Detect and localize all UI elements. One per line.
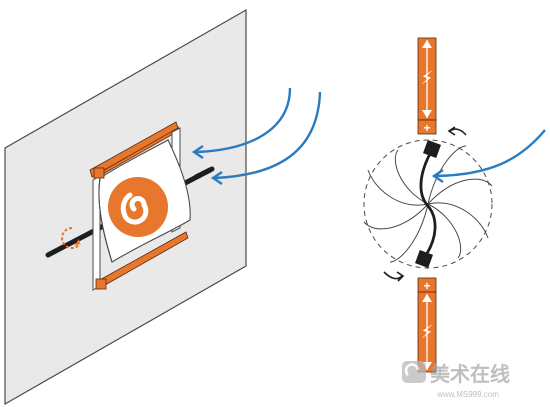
rotation-arrow-icon [61, 227, 81, 249]
rotation-arrow-icon [447, 126, 467, 136]
top-rail-front [89, 121, 179, 178]
rotor-circle [363, 139, 493, 269]
watermark: 美术在线 www.MS999.com [402, 361, 510, 399]
schematic-illustration: ⚡ + [363, 37, 546, 373]
terminal-bottom-label: + [423, 279, 430, 293]
swirl-logo-icon [108, 177, 168, 237]
wind-arrow-icon [210, 91, 322, 185]
top-cable: ⚡ [417, 37, 437, 121]
watermark-text: 美术在线 [430, 362, 510, 386]
bottom-rail-end-cap [95, 278, 107, 290]
bottom-cable: ⚡ [417, 291, 437, 373]
lightning-icon: ⚡ [421, 68, 434, 89]
watermark-url: www.MS999.com [436, 390, 499, 399]
axle-shaft-front [193, 166, 215, 180]
center-sail-curve [419, 149, 437, 259]
lightning-icon: ⚡ [421, 322, 434, 343]
rotation-arrow-icon [383, 271, 405, 282]
top-rail-end-cap [93, 167, 105, 179]
turbine-blades [363, 145, 493, 263]
terminal-top-label: + [423, 121, 430, 135]
plus-terminal-icon: + [417, 119, 437, 135]
wind-arrow-icon [431, 129, 546, 183]
wind-arrow-icon [191, 87, 292, 159]
wall-device-illustration [4, 8, 322, 406]
bottom-clamp [415, 250, 433, 268]
sail-fold-line [98, 177, 113, 263]
plus-terminal-icon: + [417, 277, 437, 293]
top-clamp [423, 140, 441, 158]
